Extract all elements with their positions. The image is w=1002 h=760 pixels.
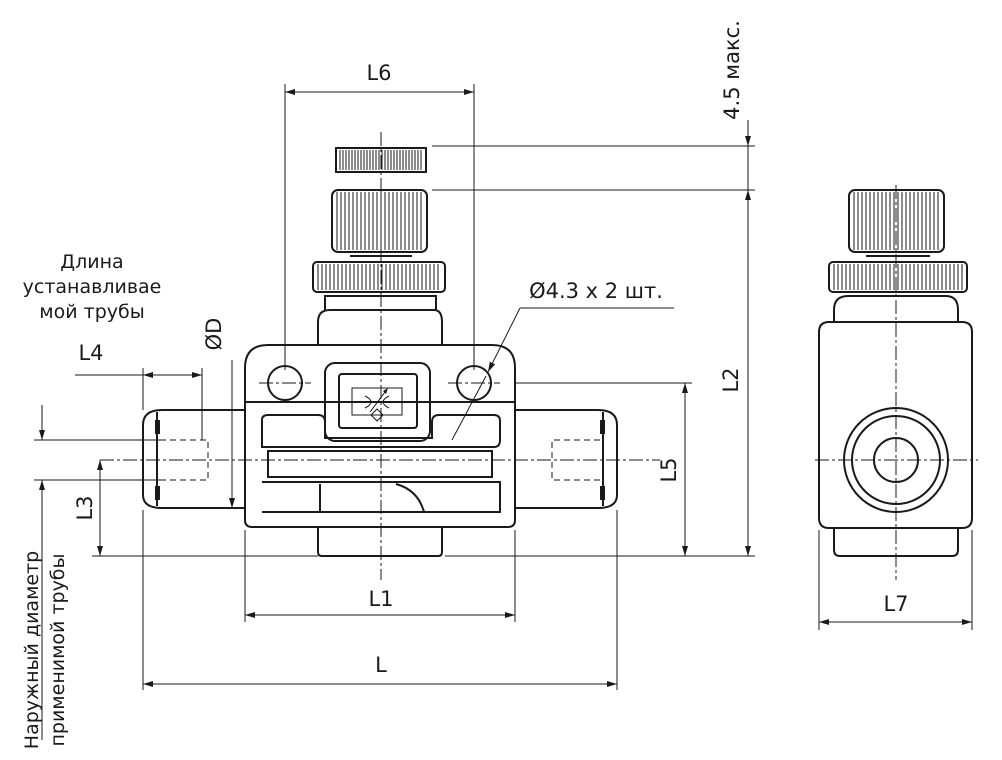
side-body [818, 321, 973, 529]
label-l5: L5 [657, 457, 681, 482]
note-tube-diameter-1: Наружный диаметр [21, 551, 43, 749]
label-holes: Ø4.3 x 2 шт. [529, 279, 663, 303]
symbol-window [324, 362, 431, 442]
side-view [815, 185, 978, 580]
label-l3: L3 [73, 495, 97, 520]
notes: Длина устанавливае мой трубы Наружный ди… [21, 251, 161, 749]
lock-nut [312, 261, 446, 293]
label-l2: L2 [719, 367, 743, 392]
note-tube-length-1: Длина [60, 251, 123, 273]
neck [317, 309, 443, 345]
dimension-labels: L6 L1 L L7 L4 L2 L5 L3 ØD 4.5 макс. Ø4.3… [73, 20, 909, 677]
flow-control-symbol [351, 387, 403, 422]
label-l6: L6 [366, 61, 391, 85]
label-l4: L4 [78, 341, 103, 365]
label-od: ØD [202, 318, 226, 351]
bottom-tab [317, 527, 443, 557]
note-tube-length-3: мой трубы [39, 301, 144, 323]
side-lock-nut [828, 261, 968, 293]
label-l1: L1 [368, 587, 393, 611]
knob-max-position [335, 147, 427, 173]
front-view [100, 132, 660, 580]
adjust-knob [331, 189, 428, 253]
label-max: 4.5 макс. [720, 20, 744, 120]
label-l7: L7 [883, 592, 908, 616]
slot [267, 450, 493, 478]
dimensions [34, 84, 973, 740]
note-tube-diameter-2: применимой трубы [47, 553, 69, 746]
label-l: L [375, 653, 387, 677]
note-tube-length-2: устанавливае [23, 276, 162, 298]
